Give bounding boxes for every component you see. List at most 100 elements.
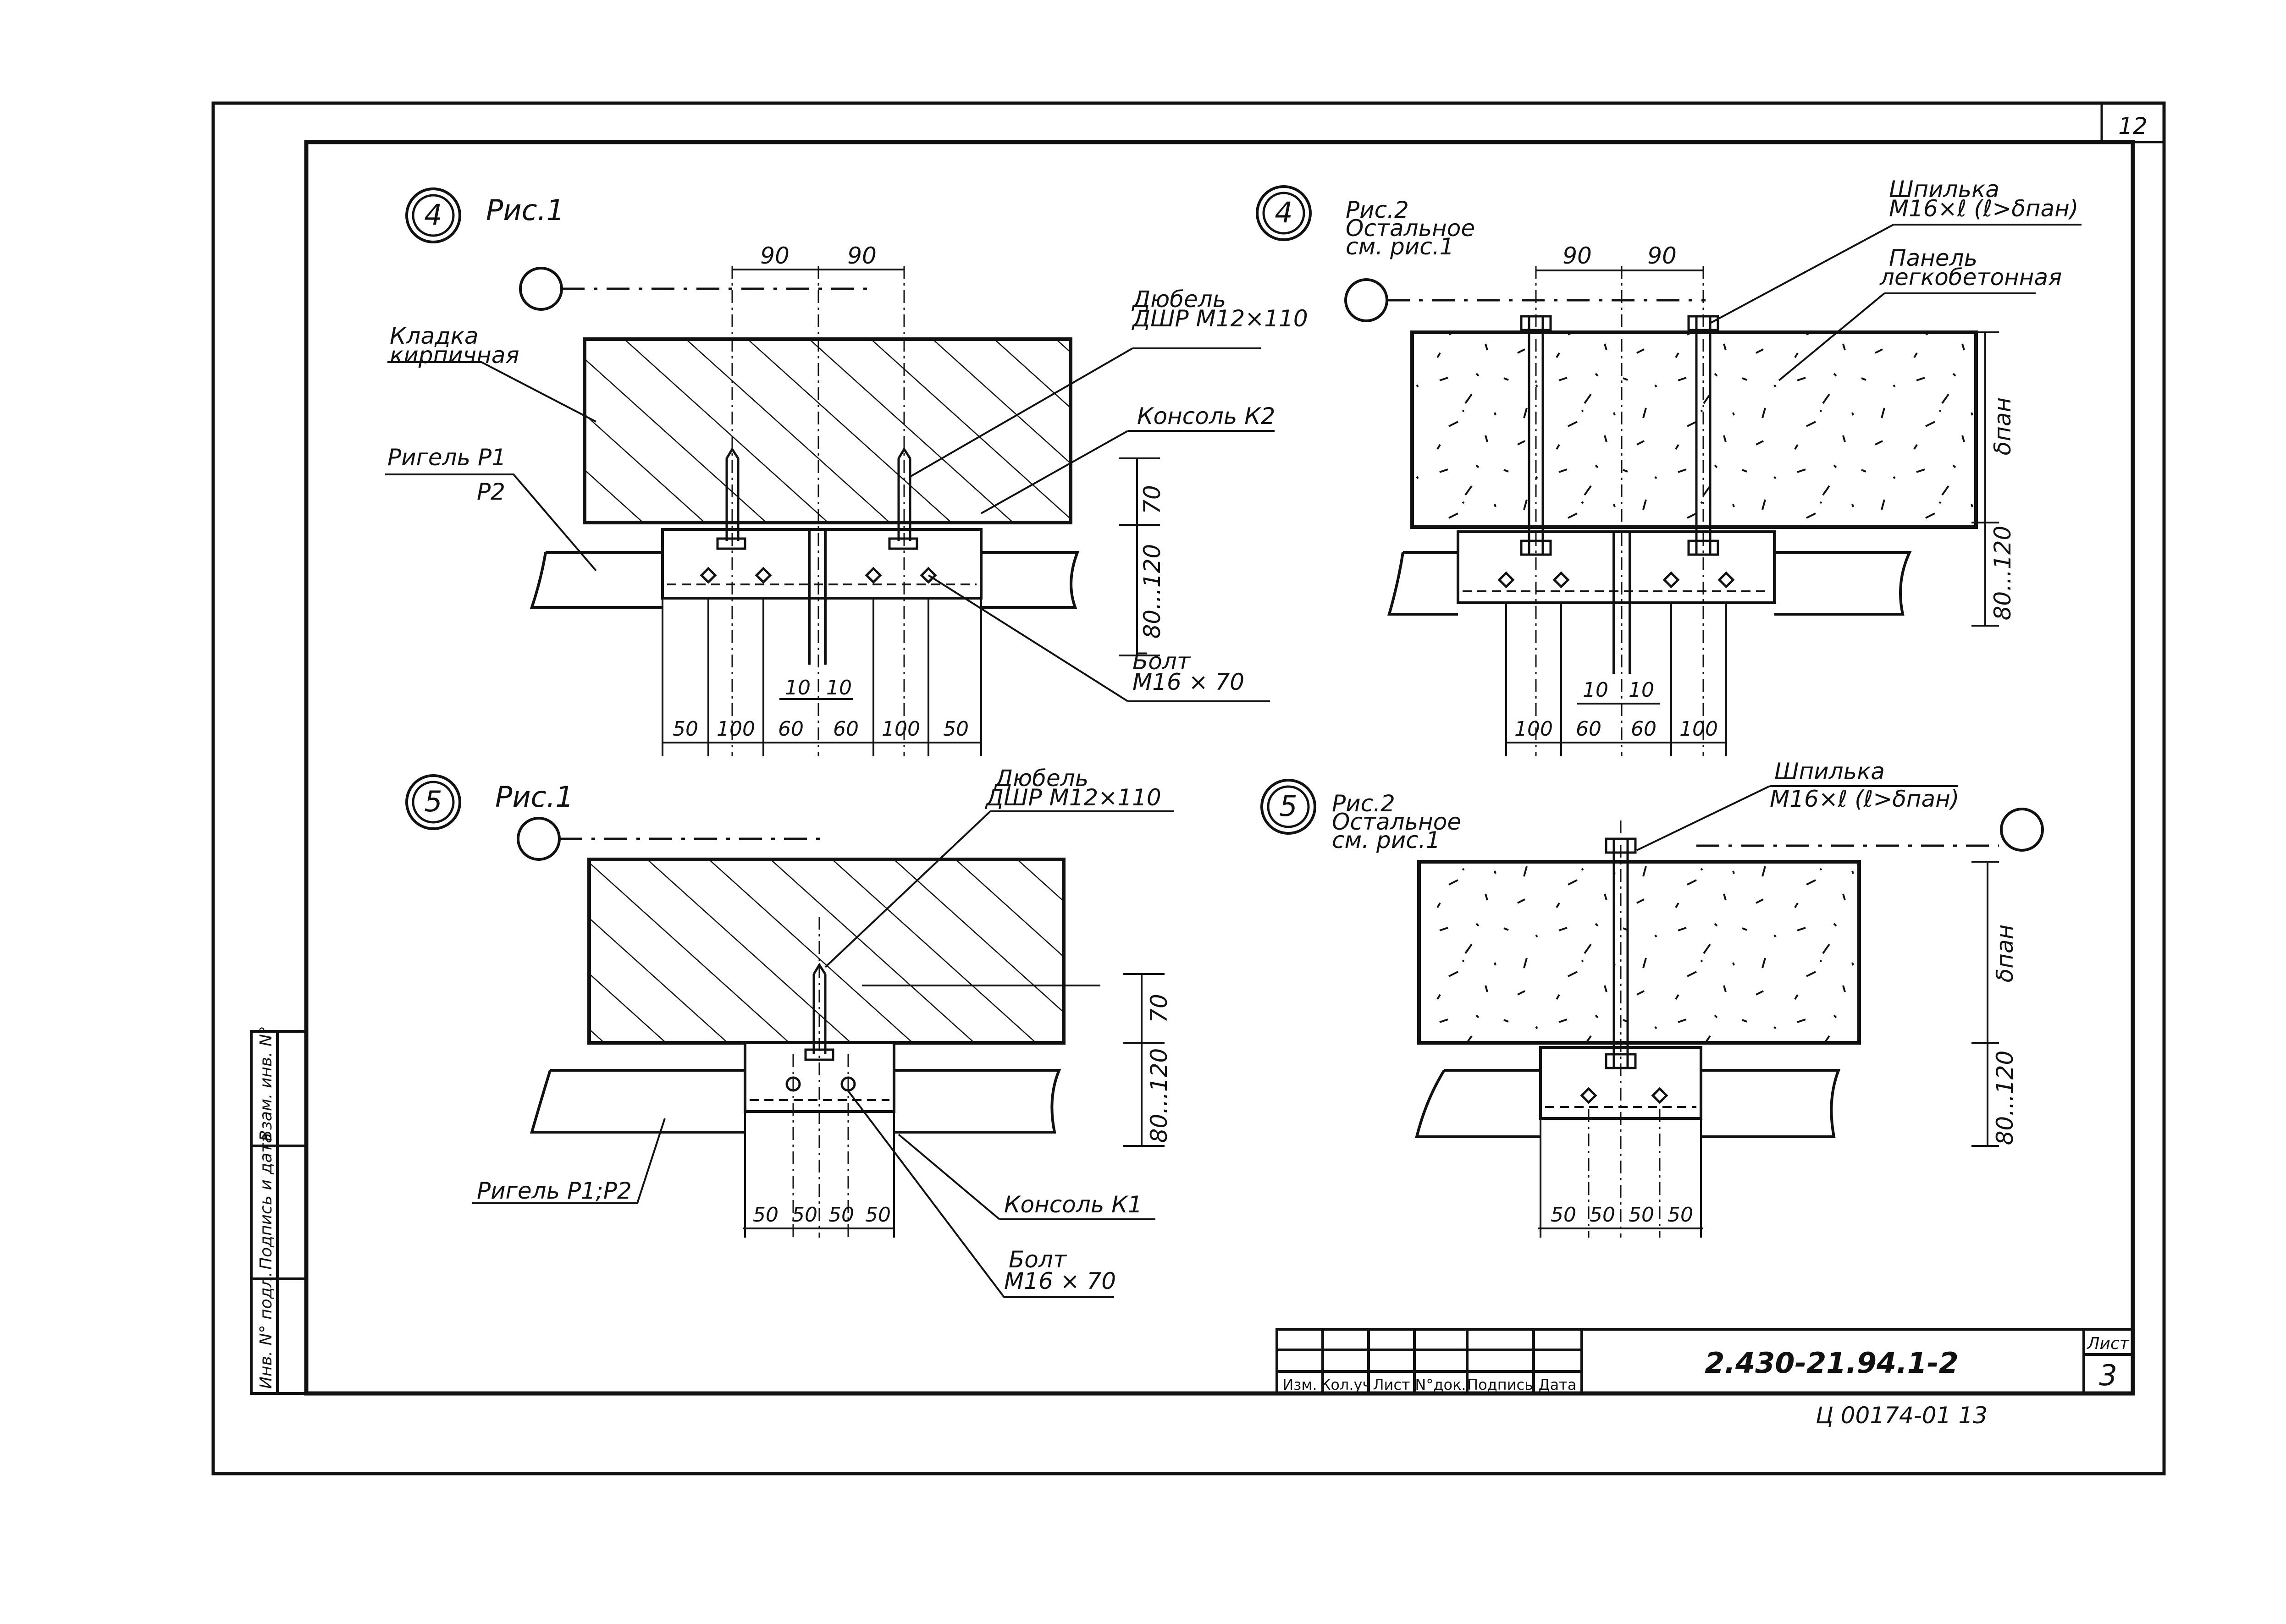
stamp-replace-label: Взам. инв. N° xyxy=(257,1026,276,1141)
beam-r1-r2 xyxy=(530,1069,1061,1134)
title-block xyxy=(1276,1328,2134,1395)
bolt-label-1: Болт xyxy=(1132,648,1191,675)
side-stamp xyxy=(250,1030,308,1395)
dim-right-1: δпан xyxy=(1989,397,2016,456)
beam xyxy=(1387,551,1912,616)
dim-bottom-2: 50 xyxy=(792,1203,817,1227)
console-label: Консоль К2 xyxy=(1137,403,1276,429)
dim-bottom-3: 50 xyxy=(828,1203,854,1227)
dim-bottom-5: 100 xyxy=(882,717,920,741)
bolt-label-1: Болт xyxy=(1009,1246,1067,1273)
page-corner-number: 12 xyxy=(2118,113,2148,139)
stamp-signature-label: Подпись и дата xyxy=(257,1133,276,1270)
tb-header-change: Изм. xyxy=(1282,1376,1317,1393)
dim-right-2: 80...120 xyxy=(1989,526,2016,621)
tb-header-count: Кол.уч xyxy=(1320,1376,1371,1393)
document-code: 2.430-21.94.1-2 xyxy=(1705,1346,1959,1380)
detail-number: 5 xyxy=(1279,789,1297,823)
tb-header-signature: Подпись xyxy=(1467,1376,1533,1393)
lightweight-panel xyxy=(1410,330,1978,529)
bolt-label-2: М16 × 70 xyxy=(1132,669,1244,695)
detail-number: 4 xyxy=(424,198,442,231)
figure-label-3: см. рис.1 xyxy=(1346,233,1454,260)
figure-label-3: см. рис.1 xyxy=(1332,827,1440,853)
masonry-label-1: Кладка xyxy=(390,323,479,349)
sheet-frame xyxy=(211,101,2166,1475)
stud-label-1: Шпилька xyxy=(1889,176,1999,203)
dim-mid-2: 10 xyxy=(826,676,852,699)
dowel-label-2: ДШР М12×110 xyxy=(1132,305,1308,332)
dowel-label-1: Дюбель xyxy=(994,765,1088,792)
dim-bottom-3: 50 xyxy=(1629,1203,1654,1227)
console-k2 xyxy=(661,528,983,600)
figure-label: Рис.1 xyxy=(495,780,574,814)
stud-label-2: М16×ℓ (ℓ>δпан) xyxy=(1889,195,2078,222)
dimension-lines xyxy=(662,269,1160,756)
dim-mid-1: 10 xyxy=(785,676,811,699)
brick-masonry xyxy=(583,337,1072,524)
dim-bottom-1: 50 xyxy=(1551,1203,1576,1227)
detail-4-fig-2: 4 Рис.2 Остальное см. рис.1 xyxy=(1256,176,2082,756)
tb-header-doc: N°док. xyxy=(1415,1376,1466,1393)
dim-bottom-1: 100 xyxy=(1514,717,1553,741)
beam xyxy=(1415,1069,1841,1138)
sheet-label: Лист xyxy=(2086,1334,2129,1353)
dim-top-1: 90 xyxy=(760,242,790,269)
dim-right-1: 70 xyxy=(1146,994,1172,1023)
dim-right-2: 80...120 xyxy=(1139,544,1165,639)
stamp-inv-label: Инв. N° подл. xyxy=(257,1272,276,1389)
figure-label: Рис.1 xyxy=(486,193,564,227)
figure-label-1: Рис.2 xyxy=(1332,790,1395,817)
panel-label-2: легкобетонная xyxy=(1879,264,2062,291)
tb-header-sheet: Лист xyxy=(1373,1376,1410,1393)
dim-bottom-4: 50 xyxy=(1668,1203,1693,1227)
beam-label-1: Ригель Р1 xyxy=(387,444,506,471)
beam-label-2: Р2 xyxy=(477,479,505,505)
detail-5-fig-2: 5 Рис.2 Остальное см. рис.1 xyxy=(1260,758,2044,1238)
dim-top-1: 90 xyxy=(1563,242,1592,269)
console-label: Консоль К1 xyxy=(1004,1191,1143,1218)
dim-bottom-3: 60 xyxy=(1631,717,1657,741)
console-k1 xyxy=(744,1041,895,1113)
leader-lines xyxy=(385,347,1275,702)
archive-number: Ц 00174-01 13 xyxy=(1816,1402,1988,1429)
dim-bottom-4: 60 xyxy=(833,717,859,741)
bolts xyxy=(700,567,937,584)
panel-label-1: Панель xyxy=(1889,245,1977,271)
dim-top-2: 90 xyxy=(1647,242,1677,269)
dim-bottom-2: 60 xyxy=(1576,717,1601,741)
dim-bottom-3: 60 xyxy=(778,717,804,741)
dim-mid-1: 10 xyxy=(1583,678,1608,702)
figure-label-2: Остальное xyxy=(1332,809,1461,835)
dim-bottom-1: 50 xyxy=(753,1203,779,1227)
lightweight-panel xyxy=(1417,860,1861,1045)
masonry-label-2: кирпичная xyxy=(390,342,519,369)
detail-4-fig-1: 4 Рис.1 xyxy=(385,187,1308,756)
sheet-number: 3 xyxy=(2099,1359,2117,1392)
dowel-label-1: Дюбель xyxy=(1132,286,1226,313)
dim-right-1: 70 xyxy=(1139,485,1165,514)
dim-bottom-4: 50 xyxy=(865,1203,891,1227)
stud-label-1: Шпилька xyxy=(1774,758,1885,785)
dim-bottom-4: 100 xyxy=(1679,717,1718,741)
dim-bottom-1: 50 xyxy=(673,717,698,741)
detail-5-fig-1: 5 Рис.1 70 80...12 xyxy=(405,765,1174,1298)
tb-header-date: Дата xyxy=(1539,1376,1577,1393)
beam-label: Ригель Р1;Р2 xyxy=(477,1178,632,1204)
stud-label-2: М16×ℓ (ℓ>δпан) xyxy=(1770,786,1959,812)
dowels xyxy=(716,447,918,550)
dim-bottom-2: 50 xyxy=(1590,1203,1615,1227)
beam-r1 xyxy=(530,551,1080,609)
detail-number: 5 xyxy=(424,785,442,818)
dim-mid-2: 10 xyxy=(1629,678,1654,702)
detail-marker-circle xyxy=(405,187,461,243)
dowel-label-2: ДШР М12×110 xyxy=(985,784,1161,811)
dim-right-2: 80...120 xyxy=(1992,1051,2018,1145)
detail-number: 4 xyxy=(1275,196,1292,229)
axis-bubble xyxy=(519,267,563,311)
dim-bottom-6: 50 xyxy=(943,717,969,741)
dim-right-2: 80...120 xyxy=(1146,1048,1172,1143)
dim-top-2: 90 xyxy=(847,242,877,269)
dim-right-1: δпан xyxy=(1992,925,2018,983)
